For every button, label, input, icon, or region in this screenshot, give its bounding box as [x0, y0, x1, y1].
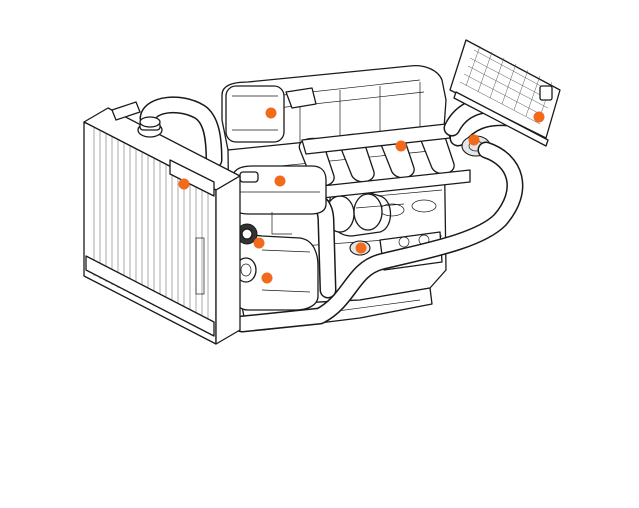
- hotspot-coolant-outlet[interactable]: [355, 242, 367, 254]
- water-pump-pulley: [236, 223, 258, 245]
- radiator: [83, 101, 241, 345]
- cylinder-head: [221, 64, 447, 151]
- hotspot-water-pump-pulley[interactable]: [253, 237, 265, 249]
- hotspot-radiator[interactable]: [178, 178, 190, 190]
- hotspot-water-pump[interactable]: [261, 272, 273, 284]
- hotspot-expansion-tank[interactable]: [274, 175, 286, 187]
- lower-radiator-hose: [233, 141, 524, 333]
- heater-core: [449, 39, 561, 147]
- hotspot-heater-core[interactable]: [533, 111, 545, 123]
- intake-manifold: [298, 123, 455, 233]
- upper-radiator-hose: [139, 96, 223, 169]
- hotspot-cylinder-head[interactable]: [265, 107, 277, 119]
- hotspot-thermostat-housing[interactable]: [468, 134, 480, 146]
- hotspot-intake-manifold[interactable]: [395, 140, 407, 152]
- water-pump: [233, 234, 319, 311]
- hotspot-layer: [178, 107, 545, 284]
